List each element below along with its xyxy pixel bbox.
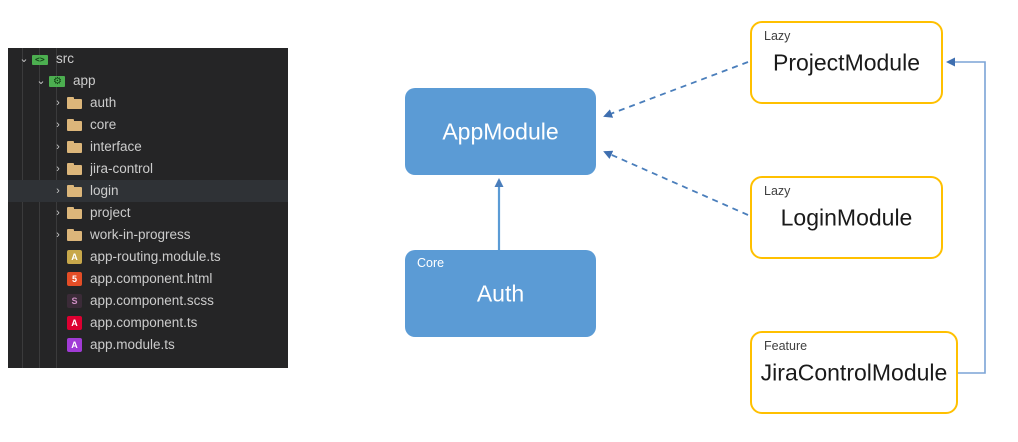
tree-item-work-in-progress[interactable]: ›work-in-progress <box>8 224 288 246</box>
node-name: AppModule <box>442 118 559 144</box>
tree-item-auth[interactable]: ›auth <box>8 92 288 114</box>
node-tag: Feature <box>764 339 808 353</box>
folder-icon <box>66 183 84 199</box>
angular-component-file-icon: A <box>66 315 84 331</box>
tree-item-login[interactable]: ›login <box>8 180 288 202</box>
folder-icon <box>66 227 84 243</box>
node-name: LoginModule <box>780 204 913 230</box>
node-tag: Core <box>417 256 445 270</box>
node-tag: Lazy <box>764 29 791 43</box>
tree-item-interface[interactable]: ›interface <box>8 136 288 158</box>
edge-jira-to-projectmodule <box>946 57 986 374</box>
scss-file-icon: S <box>66 293 84 309</box>
tree-item-app[interactable]: ⌄app <box>8 70 288 92</box>
chevron-down-icon[interactable]: ⌄ <box>19 53 29 65</box>
angular-module-file-icon: A <box>66 337 84 353</box>
node-tag: Lazy <box>764 184 791 198</box>
tree-item-src[interactable]: ⌄src <box>8 48 288 70</box>
folder-icon <box>66 95 84 111</box>
edge-project-to-appmodule <box>603 61 749 118</box>
folder-icon <box>66 139 84 155</box>
folder-icon <box>66 161 84 177</box>
node-name: ProjectModule <box>772 49 921 75</box>
src-folder-icon <box>32 51 50 67</box>
folder-icon <box>66 205 84 221</box>
chevron-right-icon[interactable]: › <box>56 229 60 241</box>
node-name: JiraControlModule <box>760 359 948 385</box>
node-appmodule[interactable]: AppModule <box>405 88 596 175</box>
chevron-right-icon[interactable]: › <box>56 207 60 219</box>
file-explorer-panel[interactable]: ⌄src⌄app›auth›core›interface›jira-contro… <box>8 48 288 368</box>
app-folder-icon <box>49 73 67 89</box>
chevron-right-icon[interactable]: › <box>56 185 60 197</box>
tree-item-project[interactable]: ›project <box>8 202 288 224</box>
chevron-right-icon[interactable]: › <box>56 97 60 109</box>
tree-item-core[interactable]: ›core <box>8 114 288 136</box>
folder-icon <box>66 117 84 133</box>
chevron-right-icon[interactable]: › <box>56 119 60 131</box>
angular-routing-file-icon: A <box>66 249 84 265</box>
chevron-right-icon[interactable]: › <box>56 163 60 175</box>
chevron-down-icon[interactable]: ⌄ <box>36 75 46 87</box>
html-file-icon: 5 <box>66 271 84 287</box>
file-tree[interactable]: ⌄src⌄app›auth›core›interface›jira-contro… <box>8 48 288 356</box>
tree-item-jira-control[interactable]: ›jira-control <box>8 158 288 180</box>
node-name: Auth <box>476 280 525 306</box>
edge-login-to-appmodule <box>603 150 749 216</box>
chevron-right-icon[interactable]: › <box>56 141 60 153</box>
